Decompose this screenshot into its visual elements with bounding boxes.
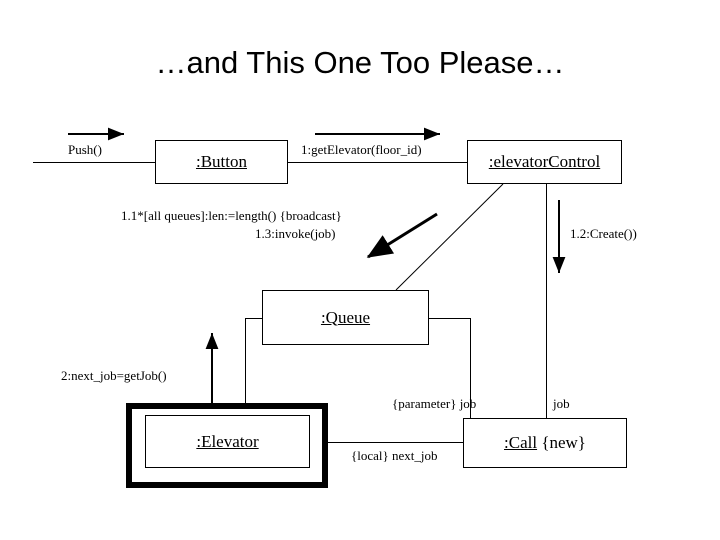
label-job: job	[553, 396, 570, 411]
object-elevator-label: :Elevator	[196, 431, 259, 451]
link-actor-to-button	[33, 162, 155, 163]
link-queue-to-call	[470, 318, 471, 418]
link-elevator-control-to-call	[546, 184, 547, 418]
label-local-next-job: {local} next_job	[351, 448, 438, 463]
label-push: Push()	[68, 142, 102, 157]
object-queue-label: :Queue	[320, 307, 371, 327]
link-button-to-elevator-control	[288, 162, 467, 163]
object-call-label: :Call {new}	[504, 433, 586, 452]
object-elevator[interactable]: :Elevator	[145, 415, 310, 468]
object-elevator-control[interactable]: :elevatorControl	[467, 140, 622, 184]
link-elevator-control-to-queue	[395, 183, 504, 291]
label-get-elevator: 1:getElevator(floor_id)	[301, 142, 422, 157]
label-invoke-job: 1.3:invoke(job)	[255, 226, 336, 241]
label-next-job: 2:next_job=getJob()	[61, 368, 167, 383]
object-button-label: :Button	[195, 152, 247, 171]
object-call[interactable]: :Call {new}	[463, 418, 627, 468]
link-elevator-to-call	[310, 442, 463, 443]
arrow-invoke-job	[366, 212, 438, 259]
page-title: …and This One Too Please…	[155, 45, 565, 80]
object-queue[interactable]: :Queue	[262, 290, 429, 345]
object-elevator-control-label: :elevatorControl	[488, 152, 601, 171]
label-length-broadcast: 1.1*[all queues]:len:=length() {broadcas…	[121, 208, 342, 223]
link-queue-to-elevator	[245, 318, 246, 418]
object-button[interactable]: :Button	[155, 140, 288, 184]
label-create: 1.2:Create())	[570, 226, 637, 241]
link-queue-left-stub	[245, 318, 262, 319]
label-parameter-job: {parameter} job	[392, 396, 477, 411]
link-queue-right-stub	[429, 318, 470, 319]
